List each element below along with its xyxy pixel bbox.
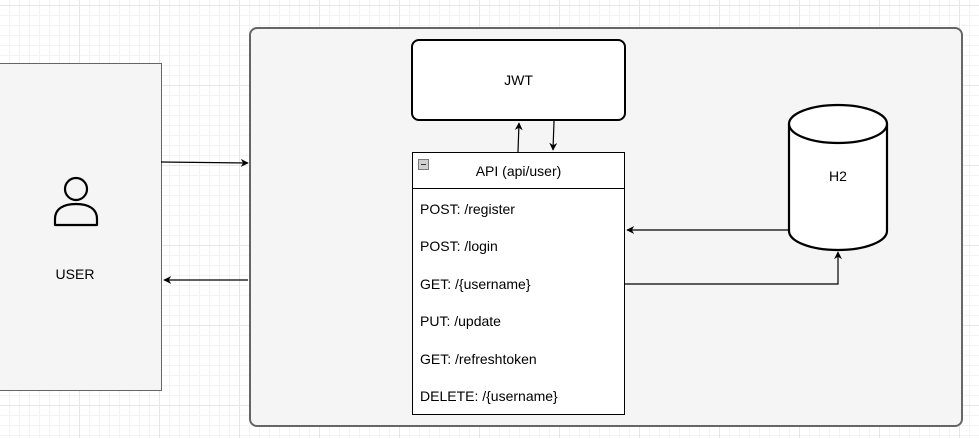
- user-box[interactable]: [0, 63, 162, 391]
- jwt-box[interactable]: JWT: [411, 39, 626, 121]
- user-icon: [53, 176, 99, 227]
- endpoint-item: GET: /refreshtoken: [420, 351, 537, 367]
- endpoint-item: POST: /login: [420, 238, 498, 254]
- endpoint-item: DELETE: /{username}: [420, 388, 558, 404]
- endpoint-item: POST: /register: [420, 201, 515, 217]
- arrow-user-to-api: [160, 158, 249, 167]
- endpoint-item: GET: /{username}: [420, 276, 531, 292]
- user-label: USER: [55, 266, 95, 282]
- collapse-icon[interactable]: [418, 159, 429, 170]
- arrow-api-to-h2: [625, 251, 842, 285]
- arrow-api-to-jwt: [514, 122, 523, 153]
- jwt-label: JWT: [504, 72, 533, 88]
- api-title: API (api/user): [475, 162, 562, 179]
- arrow-jwt-to-api: [549, 120, 558, 151]
- h2-cylinder-icon[interactable]: [787, 103, 889, 252]
- api-box[interactable]: API (api/user) POST: /register POST: /lo…: [412, 152, 625, 415]
- h2-label: H2: [829, 168, 847, 184]
- api-header: API (api/user): [413, 153, 624, 189]
- endpoint-item: PUT: /update: [420, 313, 501, 329]
